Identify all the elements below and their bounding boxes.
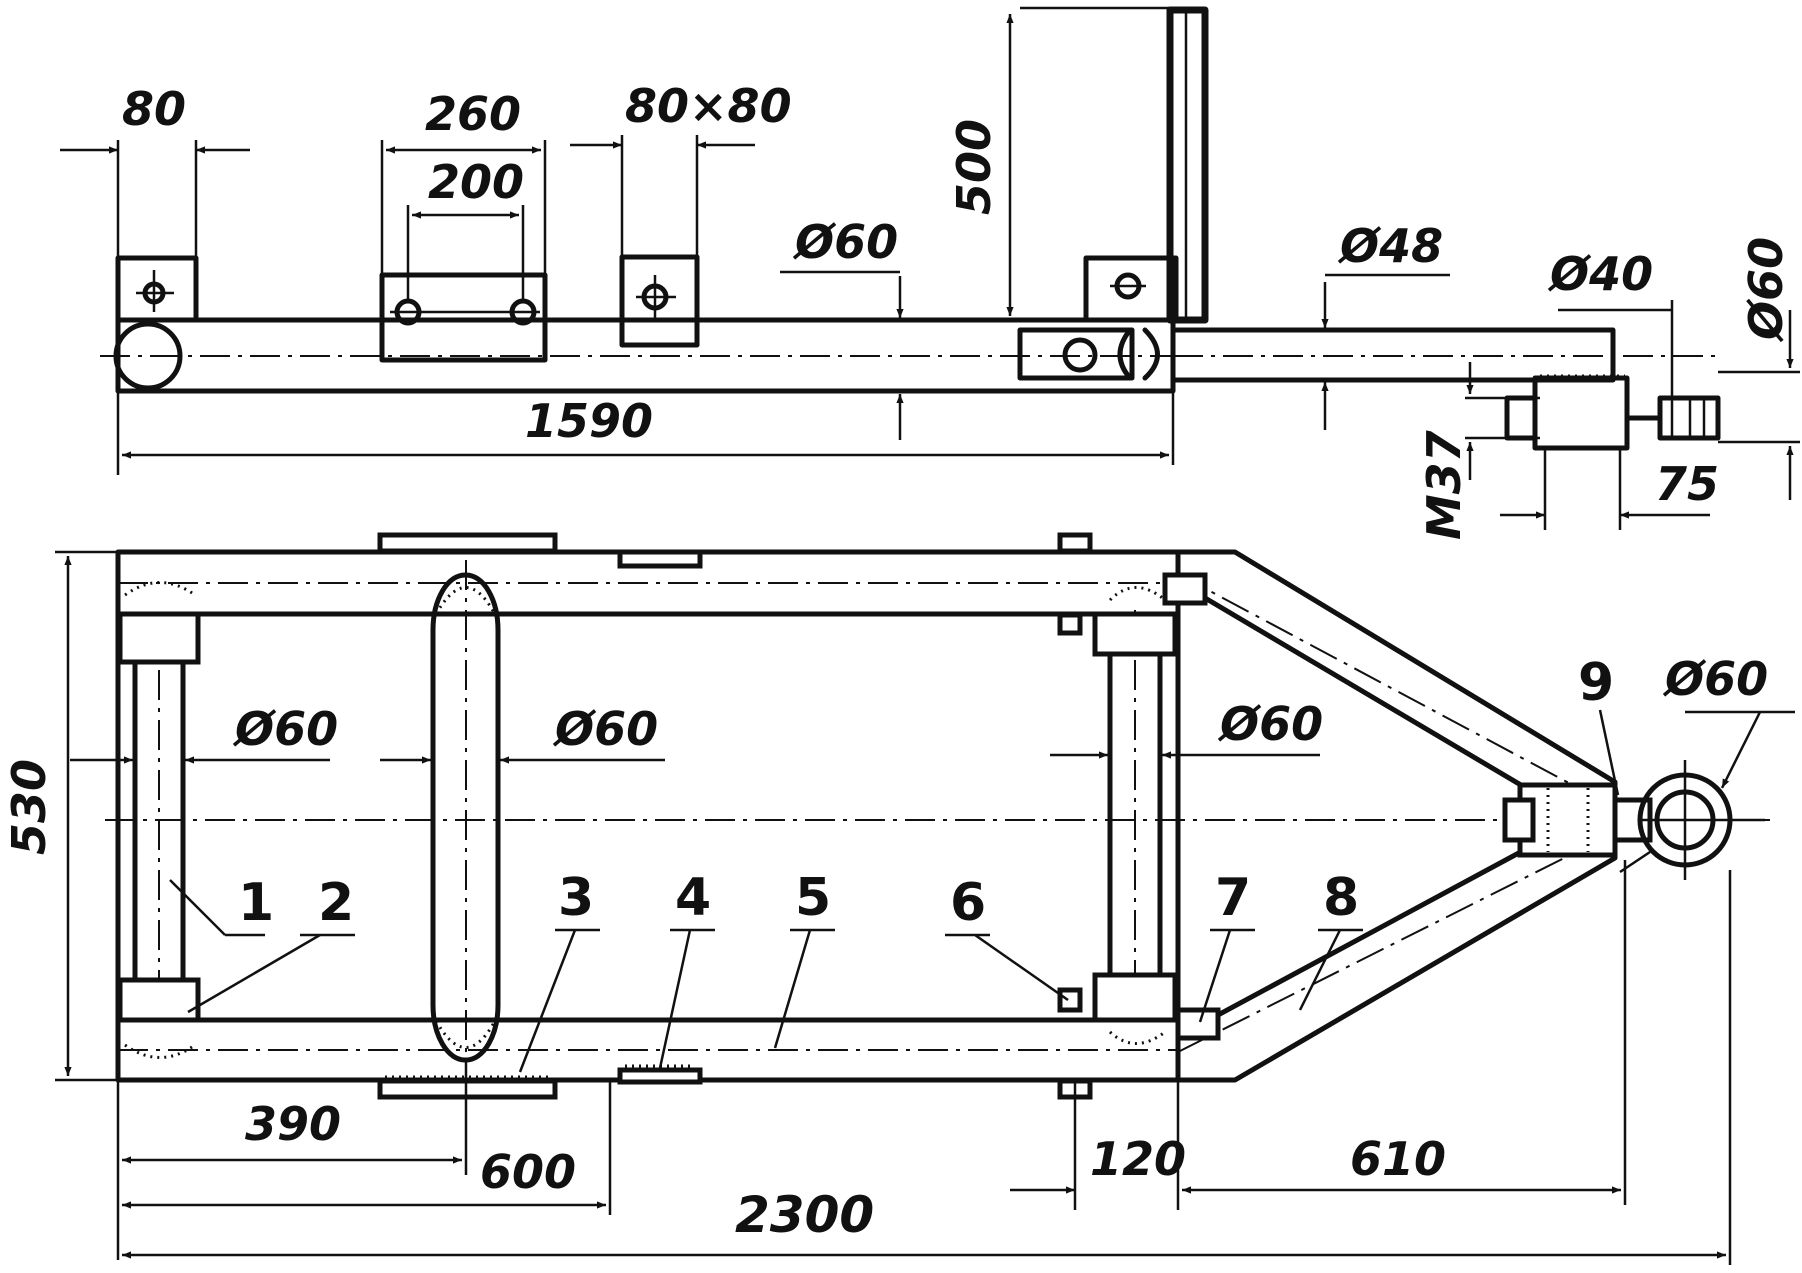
dim-dia60-right: Ø60 xyxy=(1739,237,1793,343)
part-number-6: 6 xyxy=(950,873,986,933)
part-number-7: 7 xyxy=(1215,868,1251,928)
dim-dia60-eye: Ø60 xyxy=(1662,652,1768,706)
part-number-8: 8 xyxy=(1323,868,1359,928)
plan-outer-frame xyxy=(115,549,1181,1083)
dim-600: 600 xyxy=(480,1145,576,1199)
side-coupling-body xyxy=(1532,375,1630,451)
part-number-4: 4 xyxy=(675,868,711,928)
part-number-5: 5 xyxy=(795,868,831,928)
dim-1590: 1590 xyxy=(525,394,653,448)
dim-80x80: 80×80 xyxy=(625,79,792,133)
side-upright-post xyxy=(1166,6,1209,324)
dim-dia60-left: Ø60 xyxy=(232,702,338,756)
side-bracket-80x80 xyxy=(619,254,700,348)
side-left-end xyxy=(113,321,183,391)
dim-530: 530 xyxy=(2,759,56,855)
dim-260: 260 xyxy=(425,87,521,141)
dim-610: 610 xyxy=(1350,1132,1446,1186)
side-plate-260 xyxy=(379,272,548,363)
dim-dia60-main: Ø60 xyxy=(792,215,898,269)
dim-500: 500 xyxy=(947,119,1001,215)
dim-390: 390 xyxy=(245,1097,341,1151)
dim-120: 120 xyxy=(1090,1132,1186,1186)
plan-view: 530 Ø60 Ø60 Ø60 Ø60 1 2 3 4 5 xyxy=(2,532,1795,1265)
plan-drawbar-upper xyxy=(1175,549,1618,785)
dim-2300: 2300 xyxy=(735,1186,874,1244)
side-bracket-80 xyxy=(115,255,199,323)
dim-80: 80 xyxy=(122,82,186,136)
dim-dia48: Ø48 xyxy=(1337,219,1443,273)
dim-m37: M37 xyxy=(1417,430,1471,540)
dim-dia40: Ø40 xyxy=(1547,247,1653,301)
part-number-3: 3 xyxy=(558,868,594,928)
part-number-9: 9 xyxy=(1578,653,1614,713)
plan-drawbar-lower xyxy=(1175,855,1618,1083)
side-axle-clamp xyxy=(1017,327,1135,381)
part-number-1: 1 xyxy=(238,873,274,933)
dim-dia60-right-tube: Ø60 xyxy=(1217,697,1323,751)
part-number-2: 2 xyxy=(318,873,354,933)
dim-dia60-middle: Ø60 xyxy=(552,702,658,756)
dim-200: 200 xyxy=(428,155,524,209)
side-view: 80 260 200 80×80 500 Ø60 Ø48 Ø xyxy=(60,6,1800,540)
side-upright-block xyxy=(1083,255,1179,323)
dim-75: 75 xyxy=(1655,457,1719,511)
